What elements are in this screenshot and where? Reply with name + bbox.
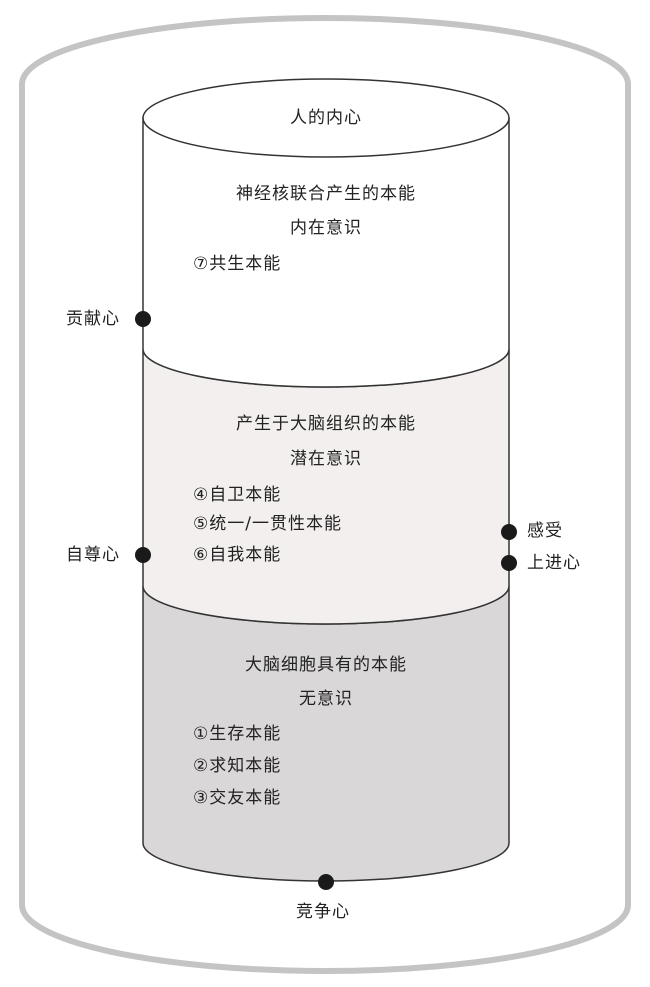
self-esteem-label: 自尊心 — [66, 545, 120, 565]
contribution-label: 贡献心 — [66, 309, 120, 329]
progress-label: 上进心 — [527, 553, 581, 573]
section-2-item: ④自卫本能 — [193, 485, 282, 505]
section-1-subtitle: 内在意识 — [290, 218, 362, 238]
section-2-subtitle: 潜在意识 — [290, 449, 362, 469]
section-1-title: 神经核联合产生的本能 — [236, 184, 416, 204]
section-2-title: 产生于大脑组织的本能 — [236, 414, 416, 434]
top-ellipse — [142, 78, 510, 158]
section-3-item: ①生存本能 — [193, 724, 282, 744]
section-3-title: 大脑细胞具有的本能 — [245, 655, 407, 675]
contribution-dot — [135, 311, 151, 327]
competition-label: 竞争心 — [296, 902, 350, 922]
section-1-item: ⑦共生本能 — [193, 254, 282, 274]
section-3-item: ③交友本能 — [193, 788, 282, 808]
feeling-label: 感受 — [527, 521, 563, 541]
section-2-item: ⑥自我本能 — [193, 545, 282, 565]
feeling-dot — [501, 524, 517, 540]
top-layer — [142, 117, 510, 388]
section-2-item: ⑤统一/一贯性本能 — [193, 514, 342, 534]
top-label: 人的内心 — [290, 108, 362, 128]
competition-dot — [318, 874, 334, 890]
self-esteem-dot — [135, 547, 151, 563]
section-3-item: ②求知本能 — [193, 756, 282, 776]
progress-dot — [501, 555, 517, 571]
section-3-subtitle: 无意识 — [299, 689, 353, 709]
